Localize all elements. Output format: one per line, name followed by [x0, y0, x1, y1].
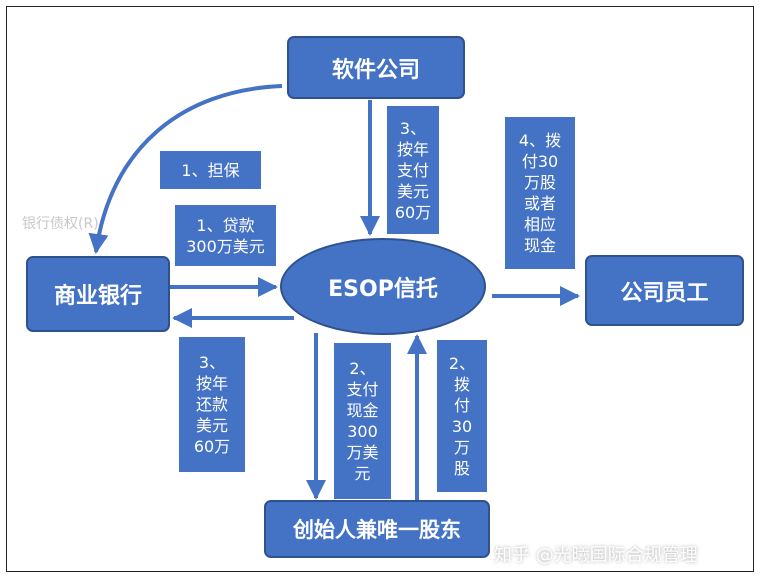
founder-box: 创始人兼唯一股东	[264, 500, 490, 558]
pay-cash-label: 2、 支付 现金 300 万美 元	[334, 343, 391, 499]
commercial-bank-box: 商业银行	[26, 256, 170, 332]
repay-label: 3、 按年 还款 美元 60万	[179, 337, 245, 472]
employees-box: 公司员工	[585, 255, 744, 326]
allocate-label: 4、拨 付30 万股 或者 相应 现金	[505, 117, 575, 269]
watermark: 知乎 @光曦国际合规管理	[494, 545, 698, 566]
software-company-box: 软件公司	[287, 36, 465, 99]
faint-background-text: 银行债权(R)	[22, 216, 99, 232]
loan-label: 1、贷款 300万美元	[175, 205, 276, 266]
guarantee-label: 1、担保	[160, 151, 261, 189]
guarantee-arrow	[88, 84, 283, 254]
diagram-frame	[6, 6, 754, 572]
allot-shares-label: 2、 拨 付 30 万 股	[437, 340, 487, 492]
esop-trust-ellipse: ESOP信托	[280, 238, 486, 335]
pay-60-label: 3、 按年 支付 美元 60万	[387, 106, 439, 234]
